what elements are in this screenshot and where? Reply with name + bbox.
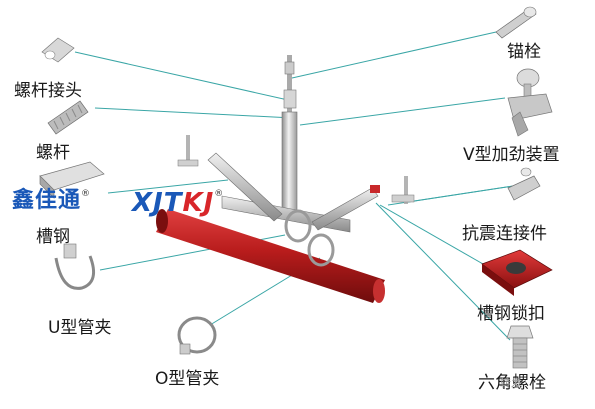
assembly-clamps <box>284 209 335 267</box>
label-channel-steel: 槽钢 <box>36 227 70 247</box>
red-pipe <box>156 209 385 303</box>
vertical-hanger <box>281 55 298 213</box>
left-brace <box>177 135 283 222</box>
seismic-connector-part <box>507 167 541 201</box>
hex-bolt-part <box>506 325 534 369</box>
brand-logo-en: XJTKJ® <box>132 188 225 218</box>
label-threaded-rod: 螺杆 <box>36 143 70 163</box>
brand-en-main: XJT <box>132 188 183 218</box>
channel-lock-part <box>481 249 553 296</box>
label-v-brace: V型加劲装置 <box>463 145 560 165</box>
u-clamp-part <box>54 243 96 290</box>
brand-en-accent: KJ <box>182 188 215 218</box>
leader-v-brace <box>299 97 506 126</box>
label-seismic-connector: 抗震连接件 <box>462 224 547 244</box>
leader-nut-coupler <box>74 51 289 101</box>
leader-hex-bolt <box>375 202 511 341</box>
watermark: 转发 <box>500 377 522 390</box>
label-o-clamp: O型管夹 <box>155 369 220 389</box>
leader-anchor-bolt <box>291 29 506 79</box>
brand-cn-name: 鑫佳通 <box>12 188 82 213</box>
leader-lines <box>74 29 521 341</box>
v-brace-part <box>507 68 553 137</box>
brand-cn-reg: ® <box>81 189 92 199</box>
leader-threaded-rod <box>94 107 294 119</box>
label-nut-coupler: 螺杆接头 <box>14 81 82 101</box>
brand-logo-cn: 鑫佳通® <box>12 190 91 212</box>
label-hex-bolt: 六角螺栓 <box>478 373 546 393</box>
leader-channel-steel <box>107 179 229 194</box>
channel-steel-part <box>39 161 105 199</box>
label-u-clamp: U型管夹 <box>48 318 112 338</box>
right-brace <box>311 176 415 231</box>
brand-en-reg: ® <box>214 189 225 199</box>
label-anchor-bolt: 锚栓 <box>507 42 541 62</box>
nut-coupler-part <box>41 37 75 63</box>
threaded-rod-part <box>47 100 89 135</box>
anchor-bolt-part <box>495 6 537 39</box>
o-clamp-part <box>177 316 217 355</box>
leader-channel-lock <box>379 204 491 269</box>
label-channel-lock: 槽钢锁扣 <box>477 304 545 324</box>
